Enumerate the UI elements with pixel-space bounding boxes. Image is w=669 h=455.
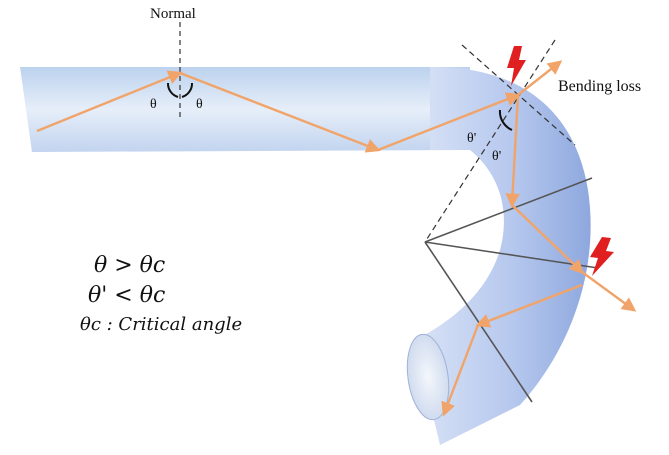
ray-segment bbox=[511, 204, 585, 274]
ray-segment bbox=[179, 71, 381, 153]
fiber-straight-section bbox=[20, 67, 470, 152]
ray-segment bbox=[36, 70, 183, 133]
bending-loss-label: Bending loss bbox=[558, 78, 641, 95]
ray-bending-loss bbox=[581, 271, 637, 312]
lightning-bolt-icon bbox=[590, 237, 614, 276]
theta-label-left: θ bbox=[150, 97, 157, 112]
fiber-end-face bbox=[406, 333, 450, 421]
theta-prime-arc bbox=[498, 109, 513, 131]
light-rays bbox=[36, 60, 637, 417]
critical-angle-definition: θc : Critical angle bbox=[80, 314, 242, 335]
theta-label-right: θ bbox=[196, 97, 203, 112]
ray-bending-loss bbox=[517, 60, 563, 96]
lightning-bolt-icon bbox=[507, 46, 526, 86]
ray-segment bbox=[475, 283, 583, 328]
construction-line bbox=[424, 177, 593, 243]
normal-label: Normal bbox=[150, 6, 196, 22]
fiber-bent-section bbox=[415, 66, 591, 445]
theta-arc-left bbox=[167, 82, 179, 98]
ray-segment bbox=[505, 94, 520, 208]
ray-segment bbox=[441, 324, 480, 417]
equation-theta-prime-less: θ' < θc bbox=[88, 283, 165, 308]
theta-arc-right bbox=[181, 82, 193, 98]
ray-segment bbox=[377, 92, 521, 152]
theta-prime-label: θ' bbox=[492, 149, 501, 164]
equation-theta-greater: θ > θc bbox=[94, 253, 165, 278]
normal-dashed-line bbox=[424, 39, 556, 243]
theta-prime-label: θ' bbox=[467, 131, 476, 146]
